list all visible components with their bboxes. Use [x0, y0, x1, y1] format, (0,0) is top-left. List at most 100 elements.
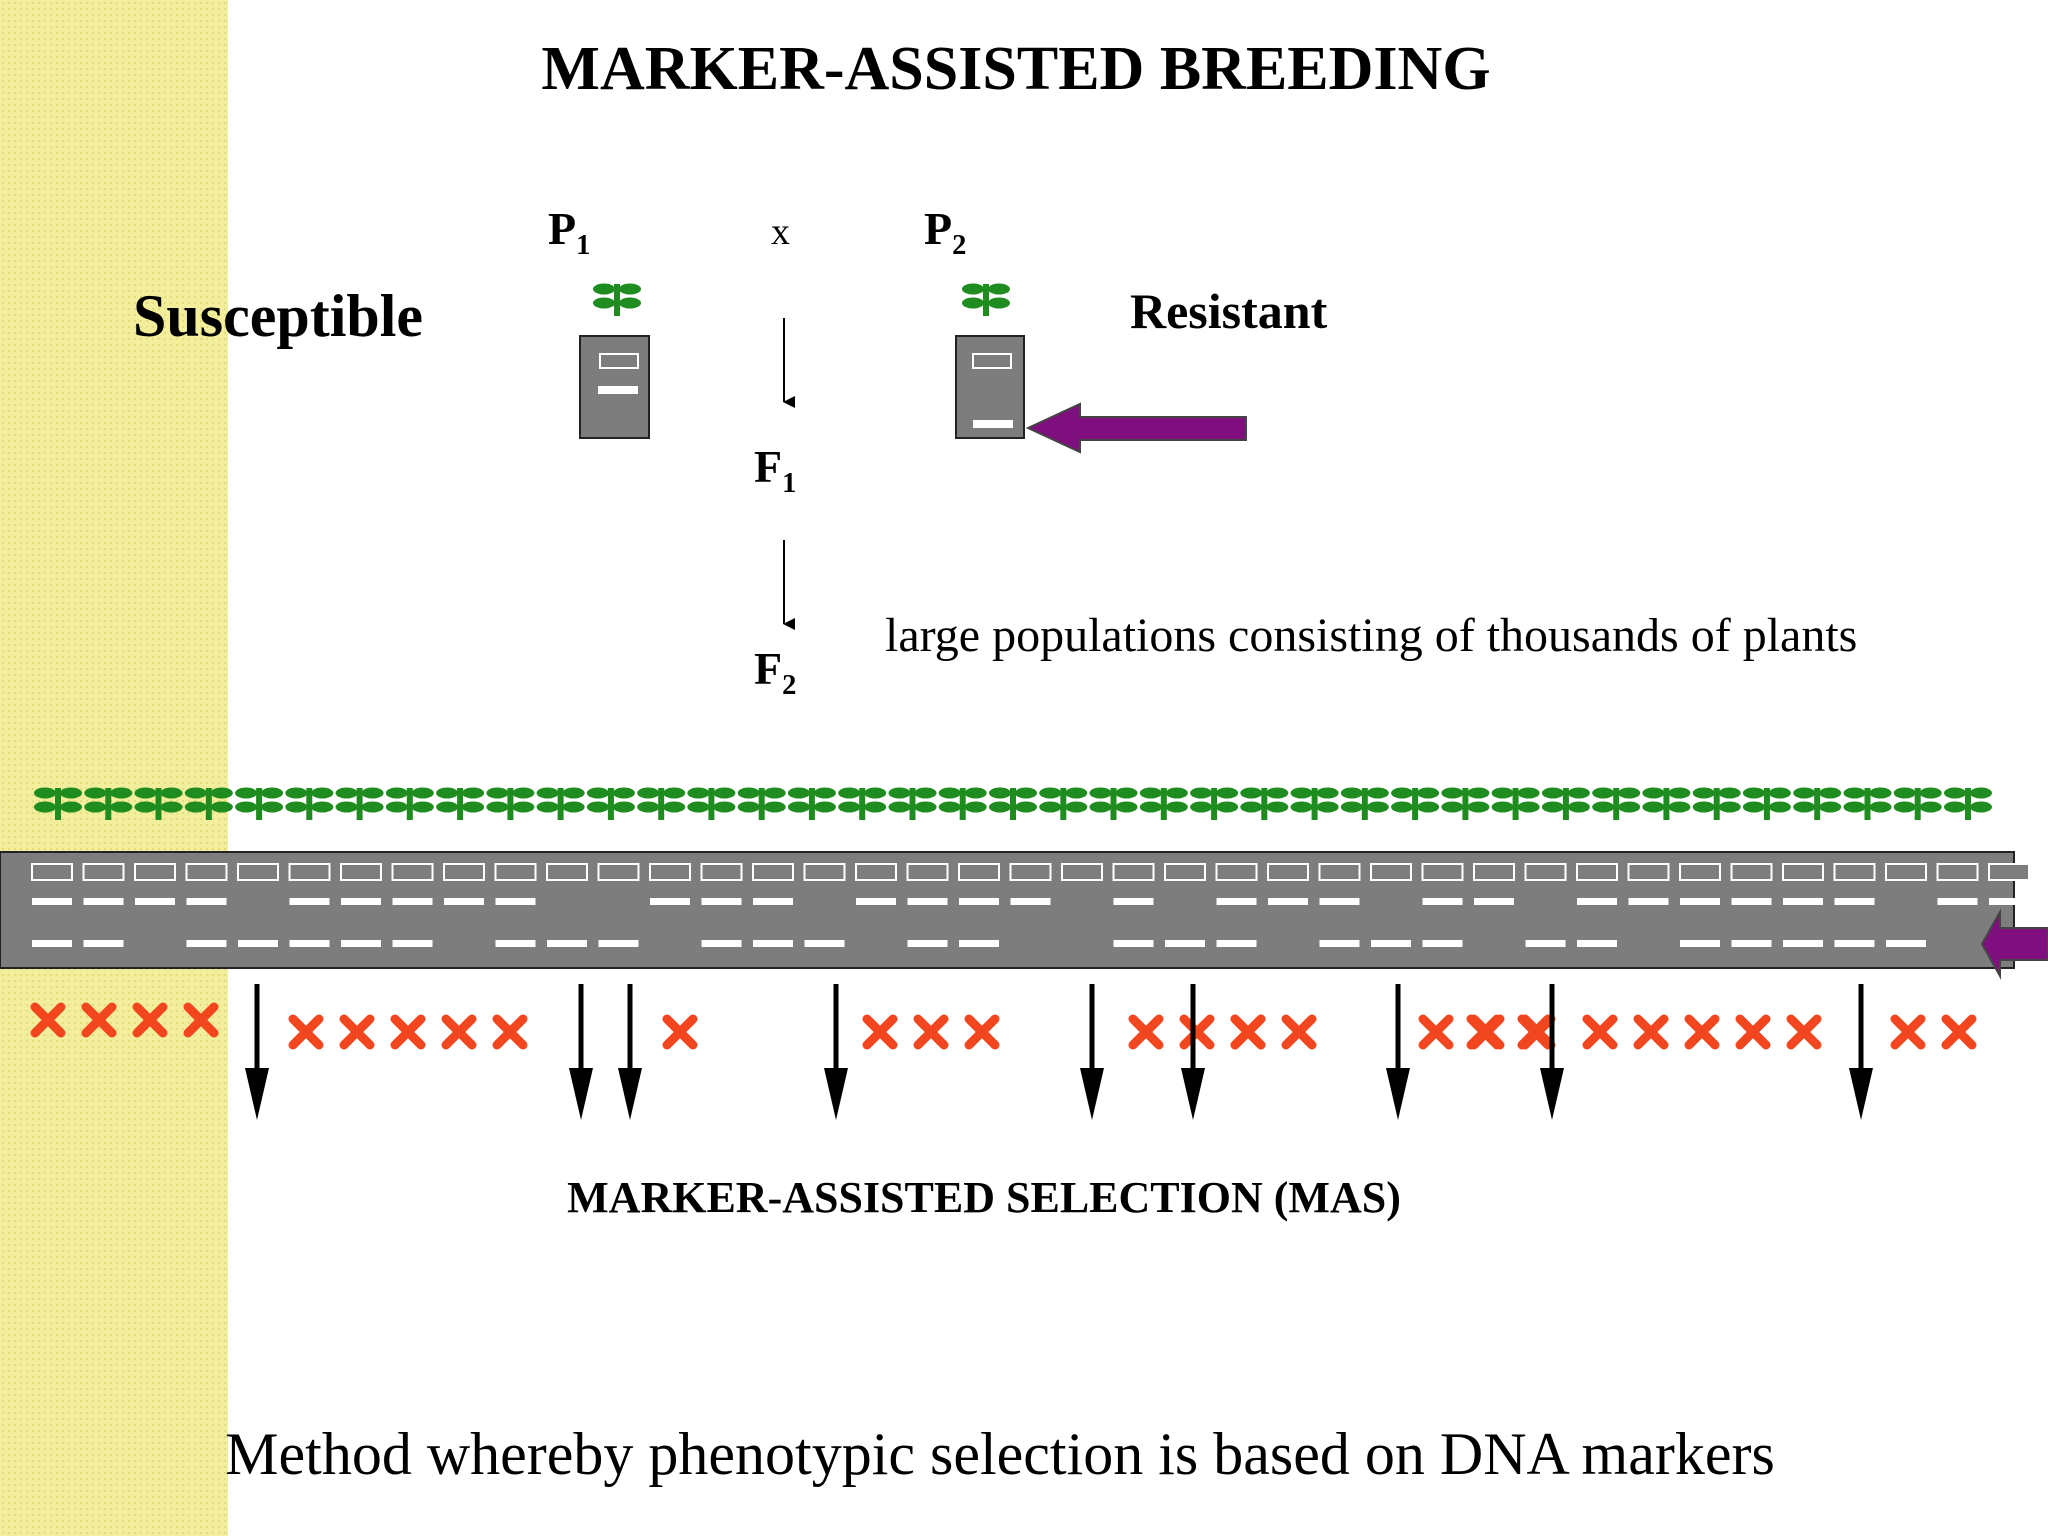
page-title: MARKER-ASSISTED BREEDING — [541, 35, 1491, 103]
parent-2-label: P2 — [924, 203, 967, 261]
reject-x-icon — [1286, 1019, 1312, 1045]
f2-plant-icon — [838, 787, 887, 820]
gel-well — [1421, 863, 1464, 881]
gel-band — [1371, 940, 1411, 947]
f2-plant-icon — [1944, 787, 1992, 820]
gel-well — [649, 863, 691, 881]
f2-plant-icon — [1592, 787, 1641, 820]
gel-band — [1731, 940, 1772, 947]
reject-x-icon — [1689, 1019, 1715, 1045]
f2-plant-icon — [1692, 787, 1741, 820]
reject-x-icon — [35, 1007, 61, 1033]
gel-well — [1164, 863, 1206, 881]
gel-band — [1989, 898, 2029, 905]
reject-x-icon — [1740, 1019, 1766, 1045]
gel-band — [804, 940, 845, 947]
gel-band — [186, 940, 227, 947]
gel-well — [1112, 863, 1155, 881]
selection-arrow-icon — [245, 984, 269, 1120]
gel-well — [494, 863, 537, 881]
f2-plant-icon — [687, 787, 736, 820]
gel-band — [1834, 898, 1875, 905]
selection-arrow-icon — [569, 984, 593, 1120]
gel-band — [1577, 940, 1617, 947]
gel-well — [134, 863, 176, 881]
f2-plant-icon — [1893, 787, 1942, 820]
gel-band — [856, 898, 896, 905]
method-definition: Method whereby phenotypic selection is b… — [225, 1421, 1775, 1487]
gel-band — [1268, 898, 1308, 905]
reject-x-icon — [969, 1019, 995, 1045]
f2-plant-icon — [1039, 787, 1088, 820]
gel-band — [238, 940, 278, 947]
selected-plants — [245, 984, 1873, 1120]
reject-x-icon — [344, 1019, 370, 1045]
gel-band — [959, 898, 999, 905]
reject-x-icon — [1946, 1019, 1972, 1045]
reject-x-icon — [293, 1019, 319, 1045]
f2-plant-icon — [1139, 787, 1188, 820]
gel-well — [855, 863, 897, 881]
f2-plant-icon — [989, 787, 1037, 820]
f2-plant-icon — [787, 787, 836, 820]
gel-band — [32, 898, 72, 905]
rejected-plants — [35, 1007, 1972, 1045]
f2-plant-row — [34, 787, 1992, 820]
gel-band — [1731, 898, 1772, 905]
f2-plant-icon — [1642, 787, 1691, 820]
gel-band — [289, 940, 330, 947]
gel-well — [1679, 863, 1721, 881]
selection-arrow-icon — [1849, 984, 1873, 1120]
reject-x-icon — [1235, 1019, 1261, 1045]
gel-band — [1937, 898, 1978, 905]
reject-x-icon — [1423, 1019, 1449, 1045]
gel-well — [803, 863, 846, 881]
gel-band — [1525, 940, 1566, 947]
gel-band — [1783, 898, 1823, 905]
gel-band — [289, 898, 330, 905]
f2-plant-icon — [1843, 787, 1892, 820]
f2-plant-icon — [1240, 787, 1289, 820]
f2-plant-icon — [285, 787, 334, 820]
parent-2-plant-icon — [962, 283, 1010, 316]
gel-band — [495, 898, 536, 905]
reject-x-icon — [188, 1007, 214, 1033]
reject-x-icon — [1184, 1019, 1210, 1045]
reject-x-icon — [446, 1019, 472, 1045]
gel-band — [1165, 940, 1205, 947]
reject-x-icon — [1133, 1019, 1159, 1045]
f2-plant-icon — [1541, 787, 1590, 820]
gel-well — [1318, 863, 1361, 881]
f2-plant-icon — [1742, 787, 1791, 820]
reject-x-icon — [497, 1019, 523, 1045]
f2-plant-icon — [1793, 787, 1842, 820]
reject-x-icon — [1587, 1019, 1613, 1045]
population-note: large populations consisting of thousand… — [885, 609, 1858, 662]
gel-band — [83, 940, 124, 947]
gel-band — [32, 940, 72, 947]
reject-x-icon — [918, 1019, 944, 1045]
f2-gel — [0, 851, 2030, 969]
f2-plant-icon — [1340, 787, 1389, 820]
gel-well — [1267, 863, 1309, 881]
decorative-stripe — [0, 0, 228, 1536]
gel-band — [1010, 898, 1051, 905]
reject-x-icon — [1791, 1019, 1817, 1045]
gel-band — [701, 898, 742, 905]
f2-plant-icon — [536, 787, 585, 820]
gel-band — [1474, 898, 1514, 905]
gel-band — [907, 898, 948, 905]
f2-plant-icon — [938, 787, 987, 820]
gel-well — [546, 863, 588, 881]
gel-well — [1215, 863, 1258, 881]
f2-plant-icon — [184, 787, 233, 820]
gel-band — [1319, 898, 1360, 905]
reject-x-icon — [1895, 1019, 1921, 1045]
parent-2-gel-lane — [955, 335, 1025, 439]
selection-arrow-icon — [1181, 984, 1205, 1120]
reject-x-icon — [395, 1019, 421, 1045]
f2-plant-icon — [1391, 787, 1440, 820]
f2-plant-icon — [84, 787, 133, 820]
susceptible-label: Susceptible — [133, 283, 424, 349]
gel-well — [1988, 863, 2030, 881]
